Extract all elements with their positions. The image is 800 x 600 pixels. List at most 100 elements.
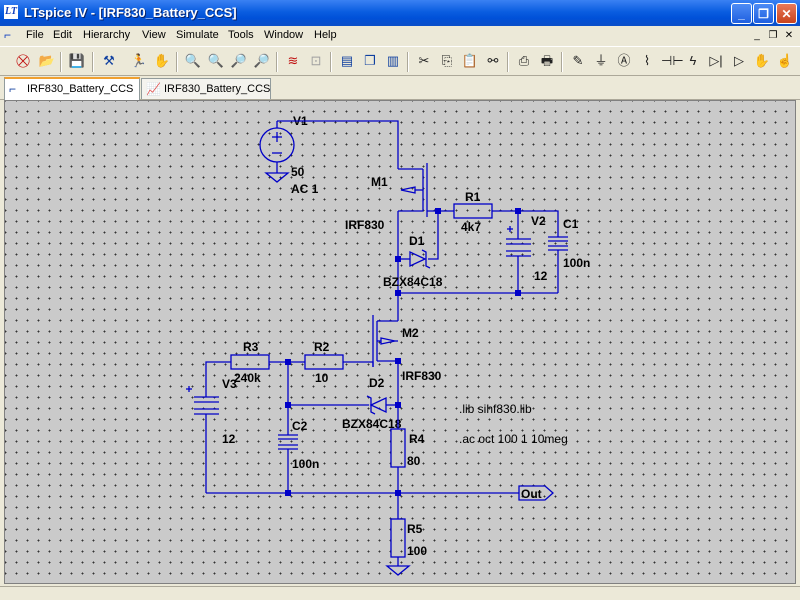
v3-battery[interactable] (186, 386, 219, 493)
c1-value: 100n (563, 256, 590, 270)
d2-name: D2 (369, 376, 385, 390)
menu-help[interactable]: Help (314, 29, 337, 41)
d1-zener[interactable] (409, 249, 431, 269)
v1-ac: AC 1 (291, 182, 319, 196)
c2-capacitor[interactable] (278, 434, 298, 493)
status-bar (0, 586, 800, 600)
tile-horizontal-icon[interactable]: ▤ (340, 53, 354, 68)
menu-tools[interactable]: Tools (228, 29, 254, 41)
wire[interactable] (277, 120, 399, 169)
tab-schematic[interactable]: ⌐ IRF830_Battery_CCS (4, 77, 140, 100)
m1-mosfet[interactable] (398, 163, 428, 217)
drag-hand-icon[interactable]: ☝ (776, 53, 794, 68)
d2-zener[interactable] (366, 395, 387, 415)
find-binoculars-icon[interactable]: ⚯ (487, 53, 499, 68)
component-icon[interactable]: ▷ (734, 53, 744, 68)
new-schematic-icon[interactable]: ⛒ (16, 53, 30, 68)
out-label-text: Out (521, 487, 542, 501)
mdi-close-button[interactable]: ✕ (784, 30, 794, 41)
menu-window[interactable]: Window (264, 29, 304, 41)
toolbar-separator (92, 52, 94, 72)
capacitor-icon[interactable]: ⊣⊢ (661, 53, 684, 68)
menu-edit[interactable]: Edit (53, 29, 72, 41)
zoom-out-icon[interactable]: 🔎 (230, 53, 248, 68)
label-net-icon[interactable]: Ⓐ (617, 53, 631, 68)
title-bar[interactable]: LT LTspice IV - [IRF830_Battery_CCS] _ ❐… (0, 0, 800, 26)
menu-bar: ⌐ File Edit Hierarchy View Simulate Tool… (0, 26, 800, 46)
v1-value: 50 (291, 165, 305, 179)
cascade-icon[interactable]: ❐ (364, 53, 376, 68)
close-button[interactable]: ✕ (776, 3, 797, 24)
maximize-button[interactable]: ❐ (753, 3, 774, 24)
r3-resistor[interactable] (230, 354, 270, 370)
move-hand-icon[interactable]: ✋ (753, 53, 771, 68)
schematic-drawing[interactable]: V1 50 AC 1 M1 IRF830 R1 4k7 V2 12 (5, 101, 796, 584)
run-icon[interactable]: 🏃 (130, 53, 148, 68)
ground-icon[interactable]: ⏚ (594, 53, 608, 68)
r4-resistor[interactable] (390, 428, 406, 468)
cut-icon[interactable]: ✂ (418, 53, 430, 68)
v1-source[interactable] (259, 121, 295, 173)
paste-icon[interactable]: 📋 (461, 53, 479, 68)
waveform-icon: 📈 (146, 82, 161, 96)
r1-name: R1 (465, 190, 481, 204)
wire[interactable] (428, 211, 439, 260)
out-net-label[interactable] (518, 485, 554, 501)
open-folder-icon[interactable]: 📂 (38, 53, 56, 68)
tab-label: IRF830_Battery_CCS (164, 83, 271, 95)
d1-model: BZX84C18 (383, 275, 443, 289)
save-icon[interactable]: 💾 (68, 53, 86, 68)
wire[interactable] (492, 210, 559, 231)
zoom-in-icon[interactable]: 🔍 (184, 53, 202, 68)
minimize-button[interactable]: _ (731, 3, 752, 24)
toolbar-separator (330, 52, 332, 72)
schematic-canvas[interactable]: V1 50 AC 1 M1 IRF830 R1 4k7 V2 12 (4, 100, 796, 584)
v2-value: 12 (534, 269, 548, 283)
inductor-icon[interactable]: ϟ (689, 53, 697, 68)
tile-vertical-icon[interactable]: ▥ (386, 53, 400, 68)
toolbar: ⛒ 📂 💾 ⚒ 🏃 ✋ 🔍 🔍 🔎 🔎 ≋ ⊡ ▤ ❐ ▥ ✂ ⎘ 📋 ⚯ ⎙ … (0, 46, 800, 76)
spice-directive-lib[interactable]: .lib sihf830.lib (459, 402, 532, 416)
fit-icon[interactable]: ⊡ (310, 53, 322, 68)
tab-waveform[interactable]: 📈 IRF830_Battery_CCS (141, 78, 271, 99)
r2-resistor[interactable] (304, 354, 344, 370)
resistor-icon[interactable]: ⌇ (643, 53, 651, 68)
r5-resistor[interactable] (390, 518, 406, 558)
hammer-icon[interactable]: ⚒ (103, 53, 115, 68)
menu-file[interactable]: File (26, 29, 44, 41)
toolbar-separator (60, 52, 62, 72)
zoom-cancel-icon[interactable]: 🔎 (253, 53, 271, 68)
autorange-icon[interactable]: ≋ (287, 53, 299, 68)
halt-hand-icon[interactable]: ✋ (153, 53, 171, 68)
m1-model: IRF830 (345, 218, 385, 232)
copy-icon[interactable]: ⎘ (441, 53, 453, 68)
wire[interactable] (205, 361, 231, 387)
r4-name: R4 (409, 432, 425, 446)
menu-hierarchy[interactable]: Hierarchy (83, 29, 131, 41)
m2-model: IRF830 (402, 369, 442, 383)
print-setup-icon[interactable]: ⎙ (518, 53, 530, 68)
document-icon[interactable]: ⌐ (4, 28, 12, 42)
spice-directive-ac[interactable]: .ac oct 100 1 10meg (459, 432, 568, 446)
print-icon[interactable]: 🖶 (540, 53, 554, 68)
c1-capacitor[interactable] (548, 231, 568, 293)
r1-resistor[interactable] (453, 203, 493, 219)
m2-mosfet[interactable] (372, 315, 398, 367)
wire-pencil-icon[interactable]: ✎ (572, 53, 584, 68)
tab-bar: ⌐ IRF830_Battery_CCS 📈 IRF830_Battery_CC… (0, 76, 800, 100)
pan-icon[interactable]: 🔍 (207, 53, 225, 68)
mdi-restore-button[interactable]: ❐ (768, 30, 778, 41)
r1-value: 4k7 (461, 220, 481, 234)
menu-view[interactable]: View (142, 29, 166, 41)
r3-name: R3 (243, 340, 259, 354)
r2-value: 10 (315, 371, 329, 385)
v2-name: V2 (531, 214, 546, 228)
wire[interactable] (343, 361, 374, 367)
v3-value: 12 (222, 432, 236, 446)
diode-icon[interactable]: ▷| (709, 53, 723, 68)
menu-simulate[interactable]: Simulate (176, 29, 219, 41)
tab-label: IRF830_Battery_CCS (27, 83, 134, 95)
mdi-minimize-button[interactable]: _ (754, 30, 760, 41)
v2-battery[interactable] (506, 226, 531, 293)
ground-symbol (264, 172, 290, 183)
